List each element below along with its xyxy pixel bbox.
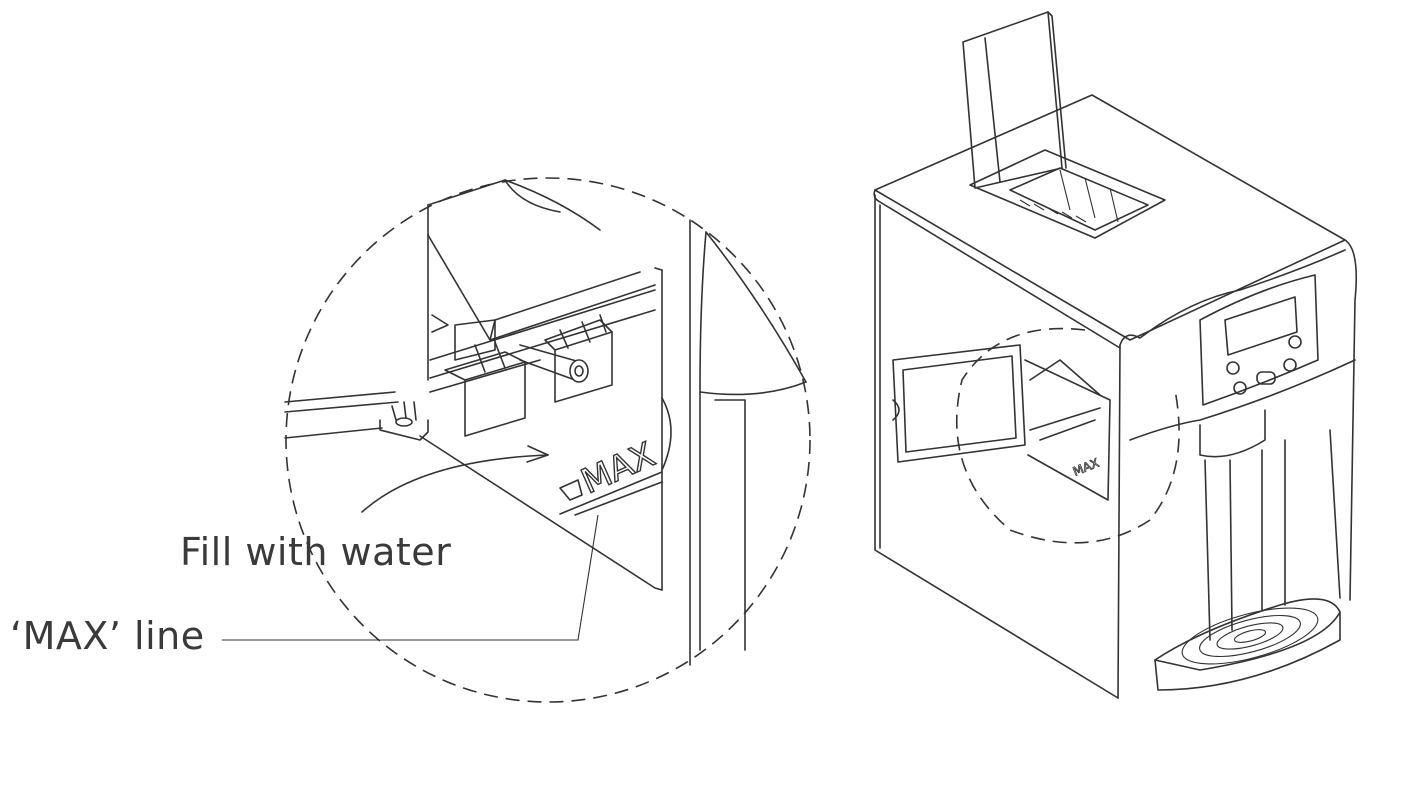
ice-maker-appliance: MAX (873, 11, 1358, 699)
tray-lip (504, 179, 561, 213)
basket-bars (1059, 169, 1119, 223)
small-tab (431, 314, 449, 333)
side-door-handle (892, 399, 900, 421)
detail-zoom-view: MAX (222, 177, 811, 703)
tray-top (427, 179, 601, 231)
panel-top-curve (705, 231, 807, 383)
hinge-ring (395, 417, 413, 427)
column-right (1329, 429, 1341, 599)
basket-slots (1019, 199, 1087, 223)
drip-grate-4 (1233, 629, 1267, 643)
hinge-clip (379, 419, 429, 441)
drip-tray-front (1154, 611, 1341, 691)
arm-top (284, 391, 396, 403)
max-mark: MAX (575, 435, 661, 502)
button-icon-4 (1283, 358, 1297, 372)
button-icon-2 (1233, 381, 1247, 395)
max-mark-small: MAX (1071, 456, 1101, 479)
max-triangle (559, 479, 583, 501)
display-screen (1224, 296, 1298, 356)
reservoir-rail (1029, 407, 1101, 441)
dispenser-nozzle (1199, 409, 1266, 458)
left-side (874, 194, 1119, 699)
drip-grate-2 (1199, 614, 1301, 658)
reservoir-floor-back2 (574, 481, 663, 516)
top-front-edge (873, 189, 1121, 349)
cylinder-top (519, 344, 581, 363)
front-left-edge (1117, 344, 1121, 699)
panel-lip (699, 381, 807, 396)
rail-top (429, 289, 656, 361)
button-icon-3 (1288, 335, 1302, 349)
cylinder-end (569, 359, 589, 383)
reservoir-tray (1029, 359, 1101, 396)
ice-basket (1009, 167, 1149, 231)
max-bracket (661, 397, 672, 471)
drip-tray-top (1154, 598, 1341, 671)
hinge-prongs (391, 401, 417, 421)
cylinder-bottom (519, 359, 576, 381)
arm-bottom (284, 427, 383, 439)
side-door (892, 344, 1026, 463)
lid (962, 11, 1063, 189)
fill-with-water-label: Fill with water (180, 530, 452, 574)
block-right-edge (554, 331, 613, 351)
drip-grate-3 (1216, 622, 1284, 650)
block-left-edge (464, 361, 526, 381)
fill-arrow-head (526, 445, 549, 463)
panel-edge-front (699, 231, 707, 651)
block-left-top (454, 319, 496, 361)
reservoir-corner (654, 267, 663, 271)
cylinder-hole (574, 365, 584, 377)
reservoir-opening (1024, 359, 1111, 501)
dispenser-column (1204, 439, 1286, 641)
tray-wedge-edge (489, 271, 641, 341)
max-leader-line (222, 514, 599, 641)
callout-circle (955, 327, 1180, 544)
lid-edge (1047, 11, 1067, 169)
zoom-circle (285, 177, 811, 703)
block-right-prongs (559, 314, 607, 349)
block-left (444, 351, 526, 437)
fill-arrow-line (361, 454, 549, 513)
max-line-label: ‘MAX’ line (10, 614, 205, 658)
reservoir-floor-front (419, 435, 663, 591)
rail-bottom (429, 309, 656, 379)
panel-inner-line (714, 399, 746, 651)
block-left-prongs (474, 341, 506, 373)
arm-mid (284, 401, 399, 413)
button-icon-center (1256, 371, 1276, 385)
button-icon-1 (1226, 361, 1240, 375)
drip-grate-1 (1181, 607, 1319, 665)
lid-rib (984, 37, 1001, 183)
top-opening (969, 149, 1166, 239)
front-mid-curve (1129, 359, 1356, 441)
rail-low (429, 359, 541, 393)
front-right-edge (1344, 239, 1358, 601)
reservoir-floor-back (559, 471, 663, 515)
control-panel (1199, 274, 1319, 406)
front-top-curve (1119, 249, 1346, 346)
side-door-inner (902, 355, 1017, 453)
